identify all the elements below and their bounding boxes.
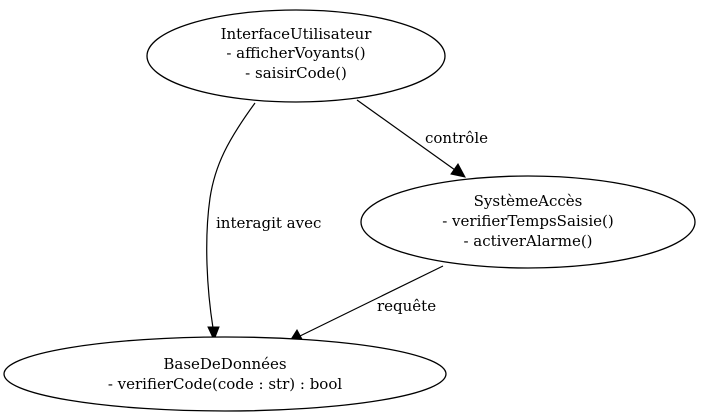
edge-label-requete: requête: [377, 297, 436, 315]
node-base-de-donnees: BaseDeDonnées - verifierCode(code : str)…: [3, 336, 447, 412]
node-method: - verifierCode(code : str) : bool: [108, 375, 343, 393]
node-ellipse: [360, 175, 696, 269]
edge-systeme-to-base: requête: [289, 265, 444, 342]
node-method: - saisirCode(): [245, 64, 347, 82]
node-systeme-acces: SystèmeAccès - verifierTempsSaisie() - a…: [360, 175, 696, 269]
node-title: InterfaceUtilisateur: [221, 25, 373, 43]
edge-line: [206, 102, 256, 329]
edge-label-interagit: interagit avec: [216, 214, 321, 232]
node-title: SystèmeAccès: [474, 192, 583, 210]
node-title: BaseDeDonnées: [163, 355, 286, 373]
node-method: - verifierTempsSaisie(): [442, 212, 614, 230]
node-ellipse: [3, 336, 447, 412]
node-interface-utilisateur: InterfaceUtilisateur - afficherVoyants()…: [146, 9, 446, 103]
edge-line: [299, 265, 444, 337]
edge-interface-to-systeme: contrôle: [356, 99, 488, 178]
arrow-head: [207, 326, 220, 342]
node-method: - activerAlarme(): [463, 232, 592, 250]
node-ellipse: [146, 9, 446, 103]
node-method: - afficherVoyants(): [226, 44, 365, 62]
arrow-head: [450, 163, 466, 178]
edge-label-controle: contrôle: [425, 129, 488, 147]
edge-line: [356, 99, 456, 171]
edge-interface-to-base: interagit avec: [206, 102, 321, 342]
